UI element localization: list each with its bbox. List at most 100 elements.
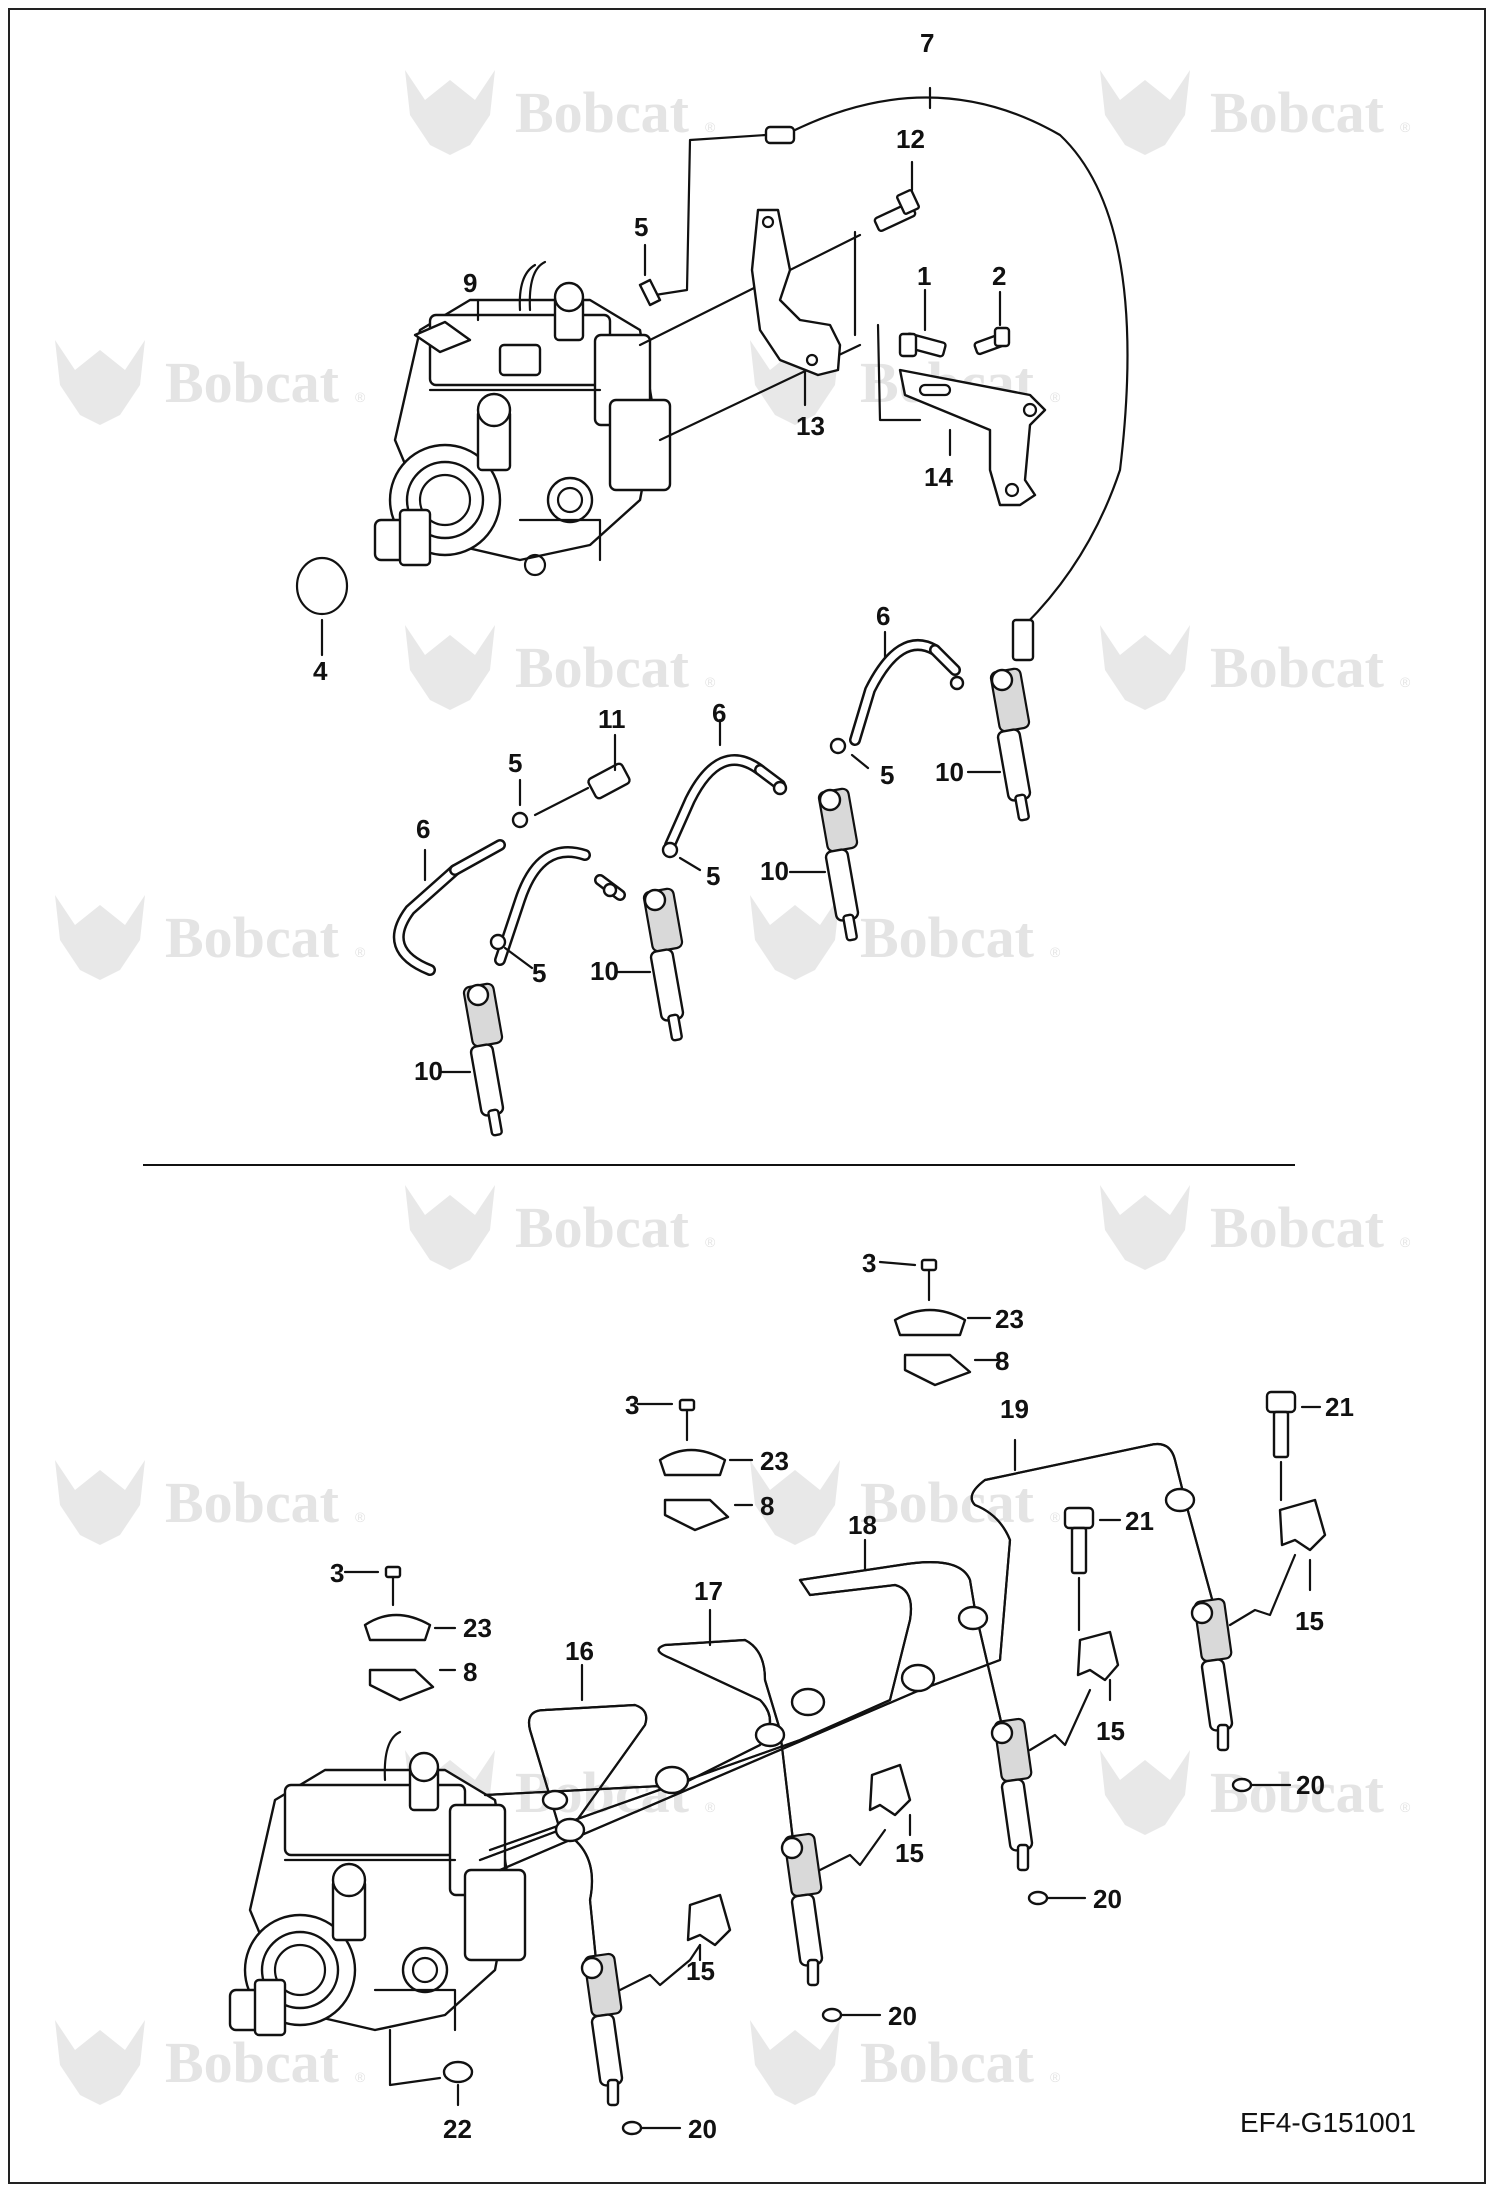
control-cable-7 [653,96,1129,662]
callout-21b: 21 [1125,1506,1154,1536]
watermark-text: Bobcat [1210,1195,1385,1260]
callout-3b: 3 [625,1390,639,1420]
callout-20c: 20 [888,2001,917,2031]
watermark-text: Bobcat [1210,635,1385,700]
callout-16: 16 [565,1636,594,1666]
watermark-text: Bobcat [860,2030,1035,2095]
clamp-assy-2 [658,1398,730,1532]
watermark-registered-mark: ® [355,389,366,405]
callout-15d: 15 [686,1956,715,1986]
callout-5: 5 [634,212,648,242]
callout-10b: 10 [760,856,789,886]
clamp-assy-1 [893,1258,972,1387]
watermark-text: Bobcat [860,905,1035,970]
callout-17: 17 [694,1576,723,1606]
injector-b4 [1190,1597,1253,1793]
bolt-21-a [1265,1390,1297,1502]
callout-15b: 15 [1096,1716,1125,1746]
callout-9: 9 [463,268,477,298]
top-assembly [295,86,1129,1137]
callout-18: 18 [848,1510,877,1540]
watermark-logo: Bobcat® [1100,70,1411,155]
clamp-15-c [1076,1630,1120,1682]
callout-5e: 5 [532,958,546,988]
watermark-registered-mark: ® [1050,1509,1061,1525]
callout-7: 7 [920,28,934,58]
callout-8c: 8 [463,1657,477,1687]
callout-labels: 7 12 5 9 1 2 13 14 4 6 11 5 5 10 6 5 10 … [313,28,1416,2144]
watermark-logo: Bobcat® [405,70,716,155]
watermark-registered-mark: ® [355,1509,366,1525]
diagram-border [8,8,1486,2184]
watermark-registered-mark: ® [355,944,366,960]
injector-4 [989,667,1032,822]
clamp-15-d [1278,1498,1327,1552]
watermark-text: Bobcat [165,1470,340,1535]
watermark-logo: Bobcat ® [1100,625,1411,710]
injector-2 [642,887,685,1042]
clamp-15-a [686,1893,732,1947]
callout-6b: 6 [712,698,726,728]
callout-10a: 10 [935,757,964,787]
watermark-registered-mark: ® [1400,674,1411,690]
injector-3 [817,787,860,942]
injector-b2 [780,1832,843,2023]
watermark-registered-mark: ® [705,674,716,690]
callout-13: 13 [796,411,825,441]
callout-2: 2 [992,261,1006,291]
callout-6c: 6 [416,814,430,844]
callout-10c: 10 [590,956,619,986]
watermark-text: Bobcat [1210,1760,1385,1825]
injector-b3 [990,1717,1049,1906]
bolt-1 [898,332,947,358]
watermark-logo: Bobcat ® [55,895,366,980]
callout-1: 1 [917,261,931,291]
watermark-text: Bobcat [165,905,340,970]
injection-pump-bottom [228,1730,527,2037]
bracket-13 [750,208,842,377]
callout-4: 4 [313,656,328,686]
high-pressure-lines [478,1442,1217,2002]
callout-5b: 5 [508,748,522,778]
watermark-text: Bobcat [165,2030,340,2095]
clamp-15-b [868,1763,912,1817]
watermark-registered-mark: ® [1050,2069,1061,2085]
watermark-registered-mark: ® [355,2069,366,2085]
callout-23c: 23 [463,1613,492,1643]
top-callouts [320,86,1002,657]
watermark-text: Bobcat [515,1195,690,1260]
bottom-assembly [228,1258,1327,2136]
callout-19: 19 [1000,1394,1029,1424]
callout-3c: 3 [330,1558,344,1588]
callout-5d: 5 [706,861,720,891]
injector-set-bottom [343,1258,1327,2136]
callout-22: 22 [443,2114,472,2144]
callout-8a: 8 [995,1346,1009,1376]
watermark-registered-mark: ® [705,1234,716,1250]
watermark-registered-mark: ® [1400,1799,1411,1815]
bracket-14 [898,368,1047,507]
callout-20d: 20 [688,2114,717,2144]
watermark-text: Bobcat [165,350,340,415]
callout-11: 11 [598,704,626,734]
watermark-logo: Bobcat ® [1100,1750,1411,1835]
clamp-assy-3 [363,1565,435,1702]
callout-15a: 15 [1295,1606,1324,1636]
injector-1 [462,982,505,1137]
bolt-12 [873,189,921,233]
watermark-registered-mark: ® [1050,389,1061,405]
watermark-text: Bobcat [515,635,690,700]
callout-21a: 21 [1325,1392,1354,1422]
watermark-registered-mark: ® [1050,944,1061,960]
callout-5c: 5 [880,760,894,790]
watermark-logo: Bobcat ® [750,1460,1061,1545]
watermark-logo: Bobcat ® [55,1460,366,1545]
watermark-text: Bobcat [860,1470,1035,1535]
callout-14: 14 [924,462,953,492]
watermark-text: Bobcat [515,80,690,145]
watermark-logo: Bobcat ® [55,2020,366,2105]
callout-20b: 20 [1093,1884,1122,1914]
callout-12: 12 [896,124,925,154]
